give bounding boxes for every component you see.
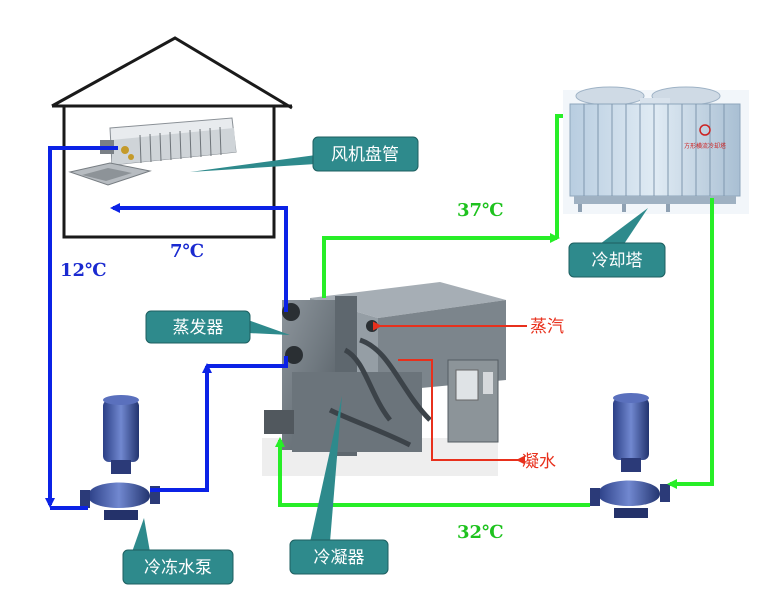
chilled-water-loop bbox=[45, 146, 288, 510]
supply-chilled-temp: 7℃ bbox=[170, 241, 204, 262]
condenser-label: 冷凝器 bbox=[314, 548, 365, 568]
evaporator-label: 蒸发器 bbox=[173, 318, 224, 338]
tower-brand-text: 方形横流冷却塔 bbox=[684, 142, 726, 150]
fan-coil-label: 风机盘管 bbox=[331, 145, 399, 165]
house bbox=[51, 36, 293, 239]
cooling-hot-temp: 37℃ bbox=[457, 200, 504, 221]
callout-fan-coil: 风机盘管 bbox=[190, 136, 419, 172]
absorption-chiller bbox=[262, 282, 506, 476]
callout-evaporator: 蒸发器 bbox=[145, 310, 290, 344]
chilled-water-pump bbox=[80, 395, 160, 520]
callout-condenser: 冷凝器 bbox=[289, 396, 389, 575]
callout-chilled-pump: 冷冻水泵 bbox=[122, 518, 234, 585]
cooling-water-loop bbox=[275, 114, 714, 507]
cooling-tower-label: 冷却塔 bbox=[592, 251, 643, 271]
fan-coil-unit bbox=[68, 117, 237, 186]
steam-label: 蒸汽 bbox=[530, 317, 564, 337]
steam-lines bbox=[373, 321, 527, 465]
condensate-label: 凝水 bbox=[522, 452, 556, 472]
cooling-tower: 方形横流冷却塔 bbox=[563, 86, 749, 214]
tower-logo bbox=[699, 124, 711, 136]
cooling-cold-temp: 32℃ bbox=[457, 522, 504, 543]
cooling-water-pump bbox=[590, 393, 670, 518]
return-chilled-temp: 12℃ bbox=[60, 260, 107, 281]
callout-cooling-tower: 冷却塔 bbox=[568, 208, 666, 278]
chilled-pump-label: 冷冻水泵 bbox=[144, 558, 212, 578]
